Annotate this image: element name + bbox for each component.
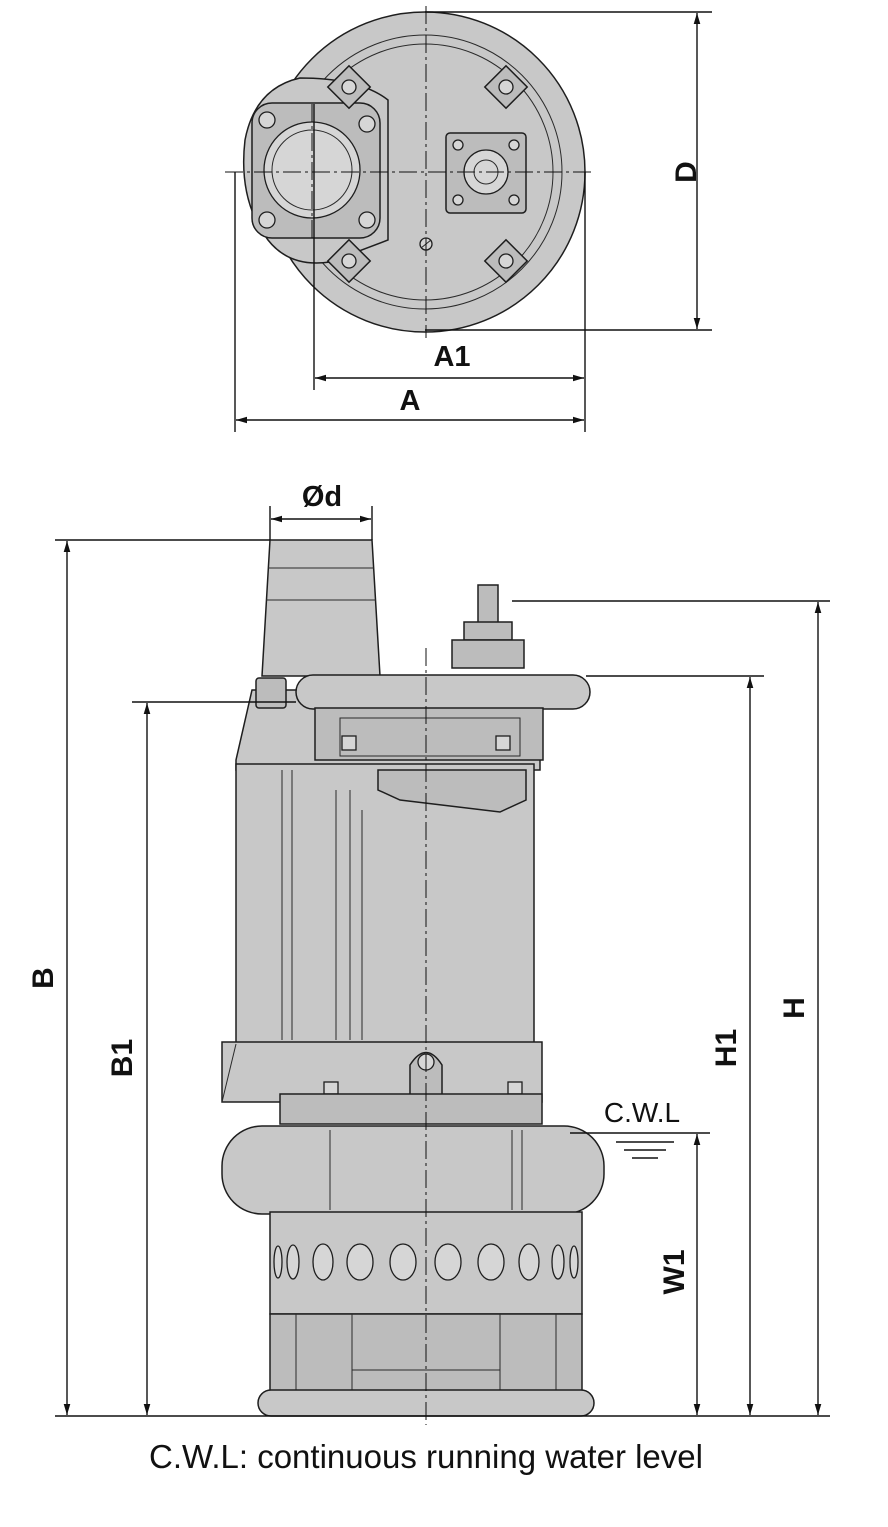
label-cwl: C.W.L [604,1097,680,1128]
lug-bolt-bottom-left [341,253,357,269]
lifting-handle [295,674,591,710]
side-dimensions: Ød B B1 H H1 C.W.L W1 [27,481,830,1417]
label-B1: B1 [106,1039,139,1077]
label-H: H [778,997,811,1019]
discharge-nozzle [261,539,381,677]
motor-lower-band [221,1041,543,1103]
lug-bolt-top-left [341,79,357,95]
flange-bolt-br [358,211,376,229]
side-view [221,539,605,1425]
label-D: D [670,161,703,183]
lower-bolt-right [507,1081,523,1095]
strainer-holes [273,1243,579,1281]
motor-collar [377,769,527,813]
label-A: A [400,385,421,417]
motor-lower-flare [221,1043,237,1103]
cable-bolt-4 [508,194,520,206]
handle-stud [255,677,287,709]
label-H1: H1 [710,1029,743,1067]
cable-bolt-3 [452,194,464,206]
cable-bolt-1 [452,139,464,151]
lower-bolt-left [323,1081,339,1095]
flange-bolt-tr [358,115,376,133]
flange-bolt-bl [258,211,276,229]
cable-bolt-2 [508,139,520,151]
caption: C.W.L: continuous running water level [149,1438,703,1475]
label-A1: A1 [433,341,470,373]
bracket-bolt-left [341,735,357,751]
top-cover [314,707,544,761]
cable-gland-nut [463,621,513,641]
bracket-bolt-right [495,735,511,751]
label-W1: W1 [658,1250,691,1295]
top-dimensions: D A1 A [234,11,712,432]
lug-bolt-top-right [498,79,514,95]
lug-bolt-bottom-right [498,253,514,269]
label-d: Ød [302,481,342,513]
flange-ring [279,1093,543,1125]
cable-gland-stem [477,584,499,626]
volute-casing [221,1125,605,1215]
flange-bolt-tl [258,111,276,129]
discharge-port-inner [271,129,353,211]
top-view [225,6,592,338]
label-B: B [27,967,60,989]
cable-gland-base [451,639,525,669]
